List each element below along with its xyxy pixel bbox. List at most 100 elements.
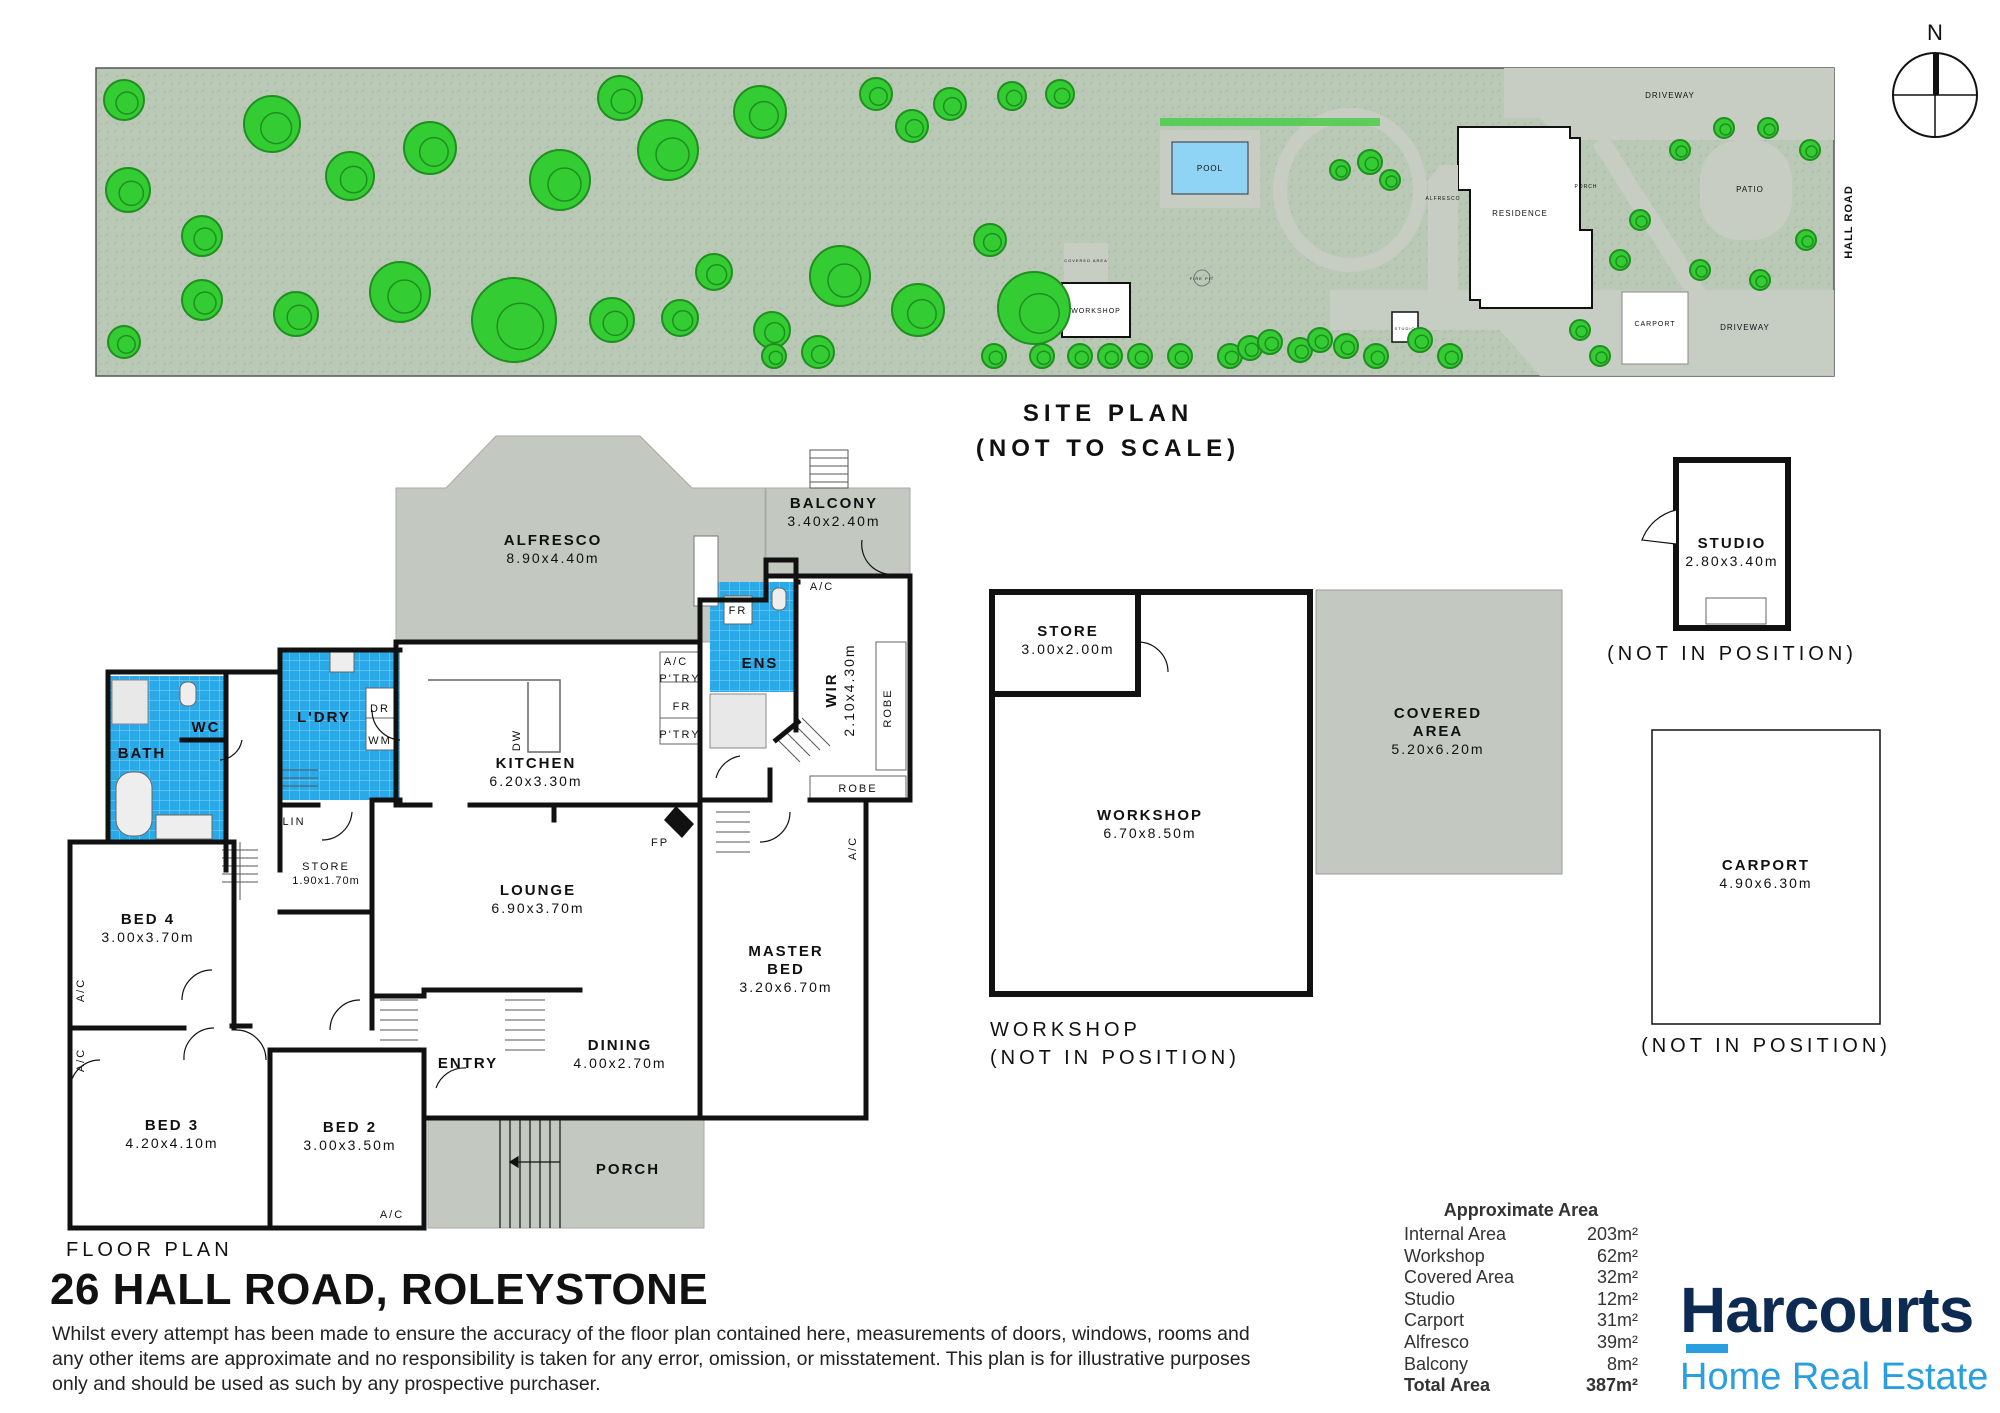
internal-stairs — [222, 717, 831, 1051]
tree-canopy-icon — [1053, 87, 1071, 105]
area-value: 8m² — [1607, 1353, 1638, 1374]
tree-canopy-icon — [827, 263, 862, 298]
tree-icon — [1045, 79, 1075, 109]
area-total-label: Total Area — [1404, 1375, 1491, 1396]
porch-area — [427, 1117, 705, 1229]
ac-bed4-label: A/C — [75, 978, 87, 1002]
balcony-dim: 3.40x2.40m — [787, 513, 880, 529]
floor-room-labels: ALFRESCO 8.90x4.40m BALCONY 3.40x2.40m F… — [75, 495, 894, 1221]
area-row: Carport 31m² — [1404, 1310, 1638, 1332]
site-residence-label: RESIDENCE — [1492, 209, 1548, 218]
tree-canopy-icon — [768, 350, 784, 366]
patio-area — [1700, 140, 1792, 240]
robe-v-label: ROBE — [882, 688, 894, 727]
area-total-value: 387m² — [1585, 1375, 1638, 1396]
dining-dim: 4.00x2.70m — [573, 1055, 666, 1071]
site-studio-label: STUDIO — [1394, 326, 1415, 331]
site-porch-label: PORCH — [1574, 184, 1597, 190]
tree-icon — [933, 87, 967, 121]
tree-icon — [107, 325, 141, 359]
site-hedge-row — [1160, 118, 1380, 126]
alfresco-dim: 8.90x4.40m — [506, 550, 599, 566]
entry-label: ENTRY — [438, 1055, 498, 1072]
tree-icon — [661, 299, 699, 337]
site-fire-pit-label: FIRE PIT — [1190, 276, 1214, 281]
tree-icon — [103, 79, 145, 121]
tree-canopy-icon — [387, 279, 422, 314]
tree-icon — [403, 121, 457, 175]
site-trees — [103, 75, 1821, 369]
floor-plan: ALFRESCO 8.90x4.40m BALCONY 3.40x2.40m F… — [66, 435, 913, 1261]
tree-canopy-icon — [339, 165, 368, 194]
tree-icon — [105, 167, 151, 213]
master-name-1: MASTER — [748, 943, 823, 960]
ac-bed2-label: A/C — [380, 1209, 404, 1221]
tree-canopy-icon — [1018, 292, 1060, 334]
tree-canopy-icon — [610, 88, 637, 115]
alfresco-bbq — [693, 535, 719, 607]
tree-canopy-icon — [1104, 350, 1120, 366]
tree-canopy-icon — [1036, 350, 1052, 366]
area-value: 203m² — [1586, 1224, 1638, 1244]
tree-canopy-icon — [904, 118, 924, 138]
tree-canopy-icon — [988, 350, 1004, 366]
site-pool-label: POOL — [1197, 164, 1223, 173]
property-title: 26 HALL ROAD, ROLEYSTONE — [50, 1265, 709, 1314]
tree-canopy-icon — [1335, 165, 1348, 178]
site-driveway-top-label: DRIVEWAY — [1645, 91, 1695, 100]
kitchen-name: KITCHEN — [496, 755, 577, 772]
tree-canopy-icon — [1174, 350, 1190, 366]
area-value: 39m² — [1596, 1331, 1638, 1352]
ens-toilet — [771, 587, 787, 611]
path-curve — [1592, 135, 1728, 335]
brand-logo: Harcourts Home Real Estate — [1680, 1278, 1988, 1397]
ptry1-label: P'TRY — [659, 673, 700, 685]
kitchen-bench — [428, 679, 561, 753]
tree-canopy-icon — [672, 310, 694, 332]
fp-label: FP — [651, 837, 669, 849]
workshop-building: STORE 3.00x2.00m WORKSHOP 6.70x8.50m COV… — [989, 589, 1563, 1069]
area-value: 12m² — [1596, 1288, 1638, 1309]
area-value: 31m² — [1596, 1310, 1638, 1331]
bath-label: BATH — [118, 745, 167, 762]
out-covered-dim: 5.20x6.20m — [1391, 741, 1484, 757]
out-carport-name: CARPORT — [1722, 857, 1810, 874]
carport-outline — [1651, 729, 1881, 1025]
store-name: STORE — [302, 861, 350, 873]
balcony-stairs — [809, 449, 849, 489]
tree-canopy-icon — [706, 264, 728, 286]
carport-building: CARPORT 4.90x6.30m (NOT IN POSITION) — [1641, 729, 1887, 1057]
tree-canopy-icon — [1244, 342, 1260, 358]
site-driveway-bottom-label: DRIVEWAY — [1720, 323, 1770, 332]
out-store-dim: 3.00x2.00m — [1021, 641, 1114, 657]
tree-canopy-icon — [193, 291, 217, 315]
tree-canopy-icon — [1575, 325, 1588, 338]
site-patio-label: PATIO — [1736, 185, 1764, 194]
area-label: Carport — [1404, 1310, 1465, 1331]
tree-icon — [369, 261, 431, 323]
site-carport-label: CARPORT — [1634, 321, 1675, 328]
area-label: Covered Area — [1404, 1267, 1515, 1288]
workshop-caption-2: (NOT IN POSITION) — [990, 1047, 1240, 1069]
wm-label: WM — [368, 735, 392, 747]
out-covered-name-2: AREA — [1413, 723, 1464, 740]
tree-canopy-icon — [748, 100, 779, 131]
studio-building: STUDIO 2.80x3.40m (NOT IN POSITION) — [1607, 457, 1853, 665]
wc-toilet — [179, 681, 197, 707]
ac-kitchen-label: A/C — [664, 656, 688, 668]
tree-canopy-icon — [764, 322, 786, 344]
bath-vanity — [155, 814, 213, 840]
dw-label: DW — [511, 729, 523, 751]
tree-icon — [973, 223, 1007, 257]
tree-icon — [529, 149, 591, 211]
bed3-name: BED 3 — [145, 1117, 199, 1134]
tree-icon — [997, 81, 1027, 111]
tree-icon — [243, 95, 301, 153]
tree-canopy-icon — [1364, 156, 1380, 172]
lounge-dim: 6.90x3.70m — [491, 900, 584, 916]
area-heading: Approximate Area — [1443, 1200, 1599, 1220]
floor-walls — [67, 557, 913, 1231]
